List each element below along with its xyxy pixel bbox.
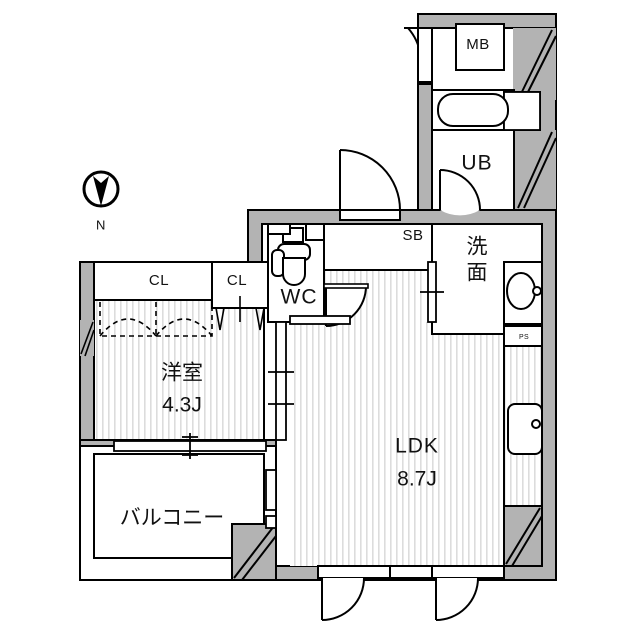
room-label-ldk: LDK bbox=[395, 435, 439, 458]
closet2-door-marks bbox=[215, 296, 265, 331]
room-label-washroom-2: 面 bbox=[467, 262, 488, 285]
ldk-floor bbox=[290, 322, 504, 566]
closet-door-arcs bbox=[99, 302, 213, 337]
windows-and-sliders bbox=[113, 91, 541, 529]
room-label-mb: MB bbox=[466, 36, 490, 53]
compass-label: N bbox=[96, 217, 106, 232]
room-label-ub: UB bbox=[461, 152, 492, 175]
compass-rose: N bbox=[82, 170, 120, 232]
room-label-sb: SB bbox=[402, 227, 423, 244]
room-labels: LDK 8.7J 洋室 4.3J バルコニー 洗 面 洗面 WC UB MB S… bbox=[120, 36, 529, 530]
bathtub-fixture bbox=[437, 93, 509, 127]
room-label-balcony: バルコニー bbox=[120, 507, 225, 530]
room-area-ldk: 8.7J bbox=[397, 468, 437, 491]
door-swings bbox=[317, 27, 505, 621]
floor-finishes bbox=[94, 262, 542, 566]
room-label-washroom-1: 洗 bbox=[467, 236, 488, 259]
wash-basin-fixture bbox=[506, 272, 542, 310]
room-label-wc: WC bbox=[281, 286, 318, 309]
hall-partitions bbox=[267, 223, 325, 241]
room-label-cl-2: CL bbox=[227, 272, 247, 289]
room-label-washitsu: 洋室 bbox=[161, 362, 203, 385]
kitchen-sink-fixture bbox=[507, 403, 543, 455]
room-label-cl-1: CL bbox=[149, 272, 169, 289]
washitsu-floor bbox=[94, 300, 264, 440]
room-label-ps: PS bbox=[519, 334, 529, 341]
room-area-washitsu: 4.3J bbox=[162, 394, 202, 417]
structural-shafts bbox=[80, 29, 557, 581]
